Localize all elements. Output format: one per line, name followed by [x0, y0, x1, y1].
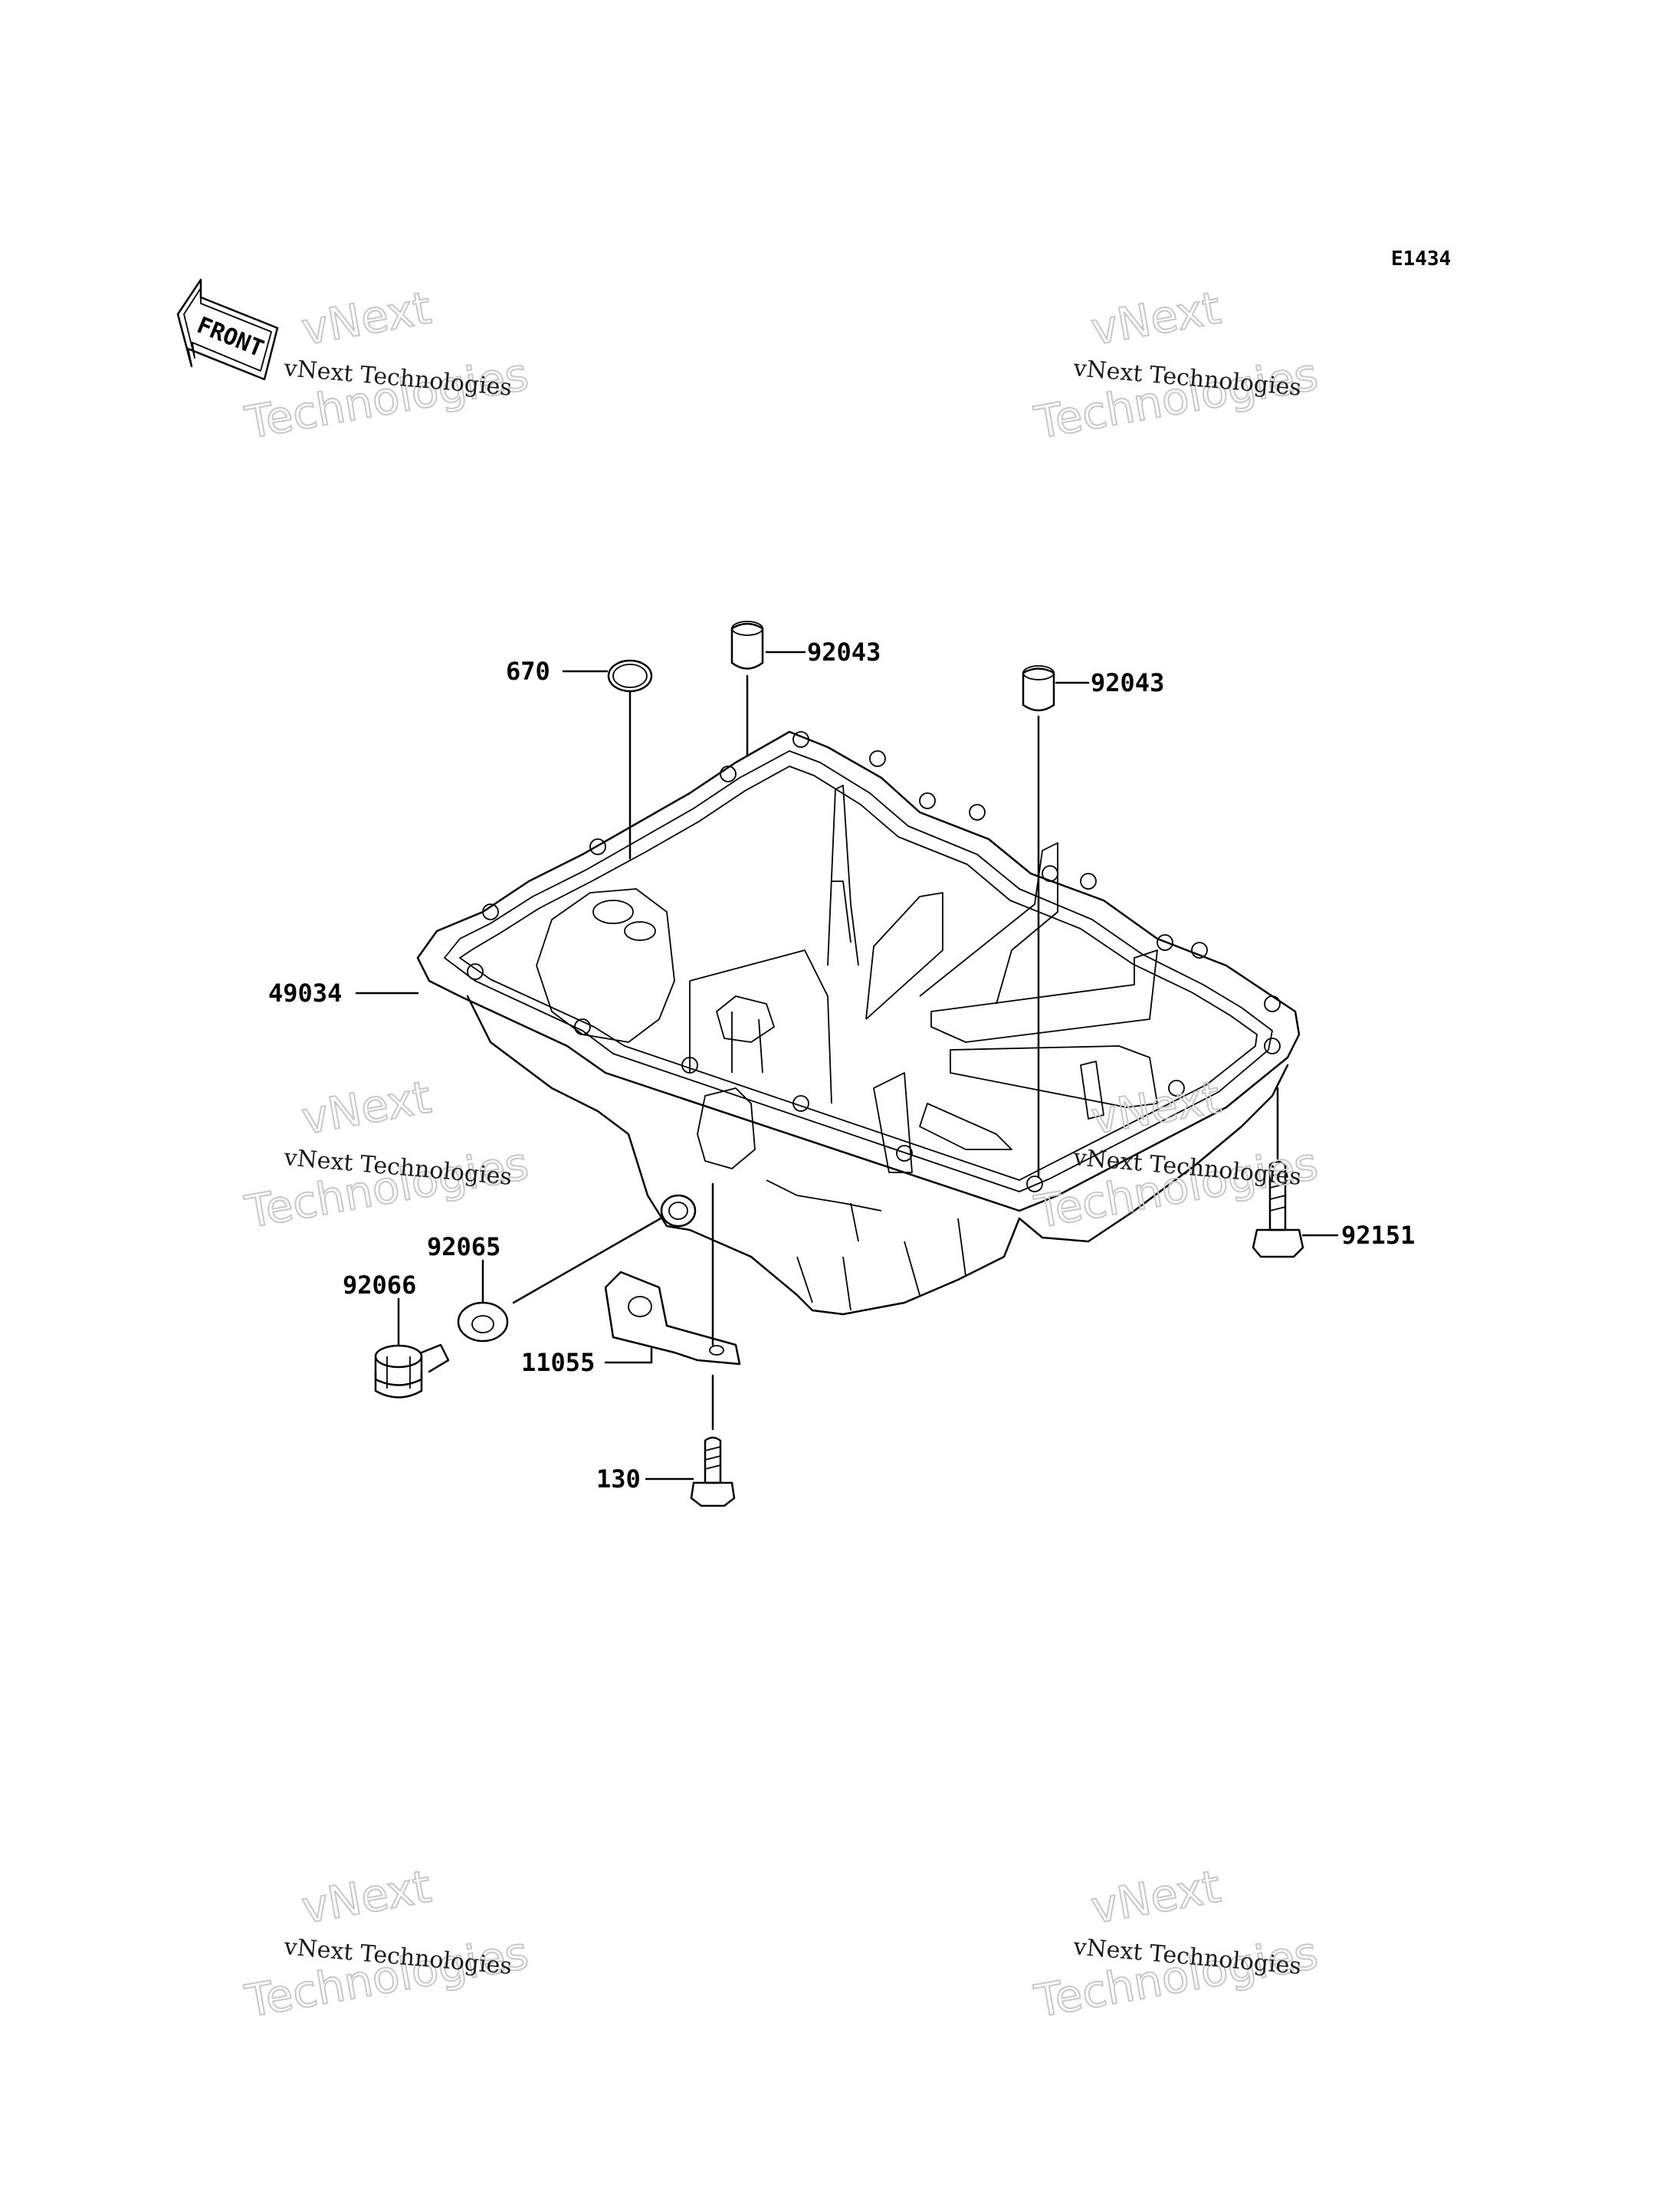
front-arrow-icon: FRONT — [176, 278, 279, 381]
diagram-code: E1434 — [1391, 248, 1451, 271]
watermark-top-left: vNext Technologies vNext Technologies — [241, 280, 533, 450]
part-label-11055: 11055 — [521, 1348, 595, 1377]
leader-lines — [355, 651, 1339, 1481]
drain-plug-92066 — [374, 1343, 450, 1399]
svg-text:vNext: vNext — [298, 1860, 435, 1933]
part-label-92151: 92151 — [1341, 1221, 1415, 1250]
oil-pan — [416, 730, 1301, 1316]
o-ring-670 — [607, 659, 653, 693]
part-label-92065: 92065 — [427, 1232, 500, 1261]
part-label-49034: 49034 — [268, 979, 342, 1008]
bracket-11055 — [604, 1271, 741, 1366]
bolt-92151 — [1252, 1160, 1304, 1258]
svg-text:vNext: vNext — [298, 281, 435, 355]
dowel-pin-92043-a — [730, 621, 764, 670]
part-label-130: 130 — [596, 1464, 641, 1494]
dowel-pin-92043-b — [1022, 665, 1055, 712]
part-label-670: 670 — [506, 657, 550, 686]
svg-text:vNext: vNext — [1088, 1860, 1225, 1933]
part-label-92043-b: 92043 — [1091, 668, 1164, 697]
watermark-bottom-left: vNext Technologies vNext Technologies — [241, 1859, 533, 2028]
bolt-130 — [690, 1436, 736, 1507]
svg-text:vNext: vNext — [1088, 1071, 1225, 1144]
part-label-92066: 92066 — [343, 1271, 416, 1300]
svg-text:vNext: vNext — [298, 1071, 435, 1144]
watermark-middle-left: vNext Technologies vNext Technologies — [241, 1070, 533, 1239]
watermark-bottom-right: vNext Technologies vNext Technologies — [1030, 1859, 1323, 2028]
part-label-92043-a: 92043 — [807, 638, 881, 667]
watermark-top-right: vNext Technologies vNext Technologies — [1030, 280, 1323, 450]
svg-text:vNext: vNext — [1088, 281, 1225, 355]
washer-92065 — [457, 1301, 509, 1343]
